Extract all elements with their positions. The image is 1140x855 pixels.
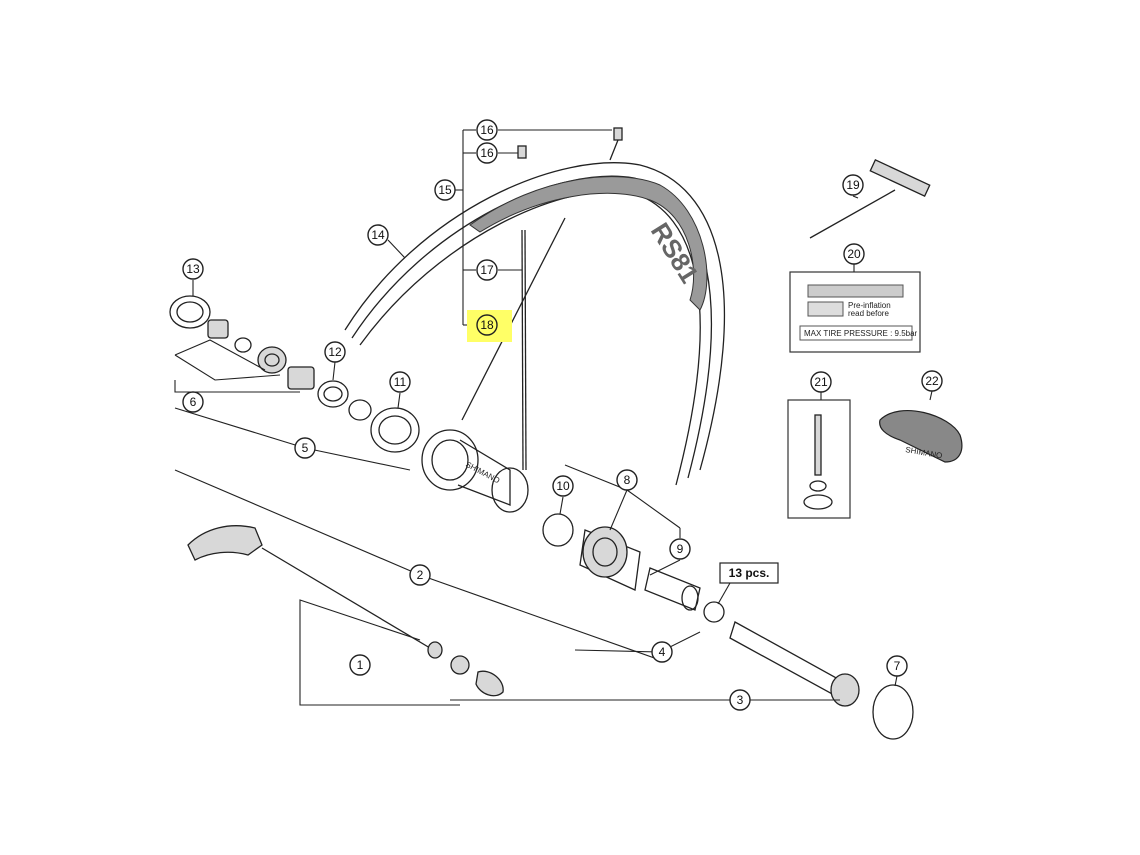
callout-label: 9 — [677, 542, 684, 556]
callout-16-nipple: 16 — [476, 142, 498, 164]
callout-12: 12 — [324, 341, 346, 363]
callout-20: 20 — [843, 243, 865, 265]
quick-release — [187, 525, 504, 697]
warning-line-1: Pre-inflation — [848, 301, 891, 310]
callout-label: 4 — [659, 645, 666, 659]
callout-label: 11 — [394, 375, 407, 389]
freehub-assembly — [542, 513, 701, 611]
callout-label: 19 — [846, 178, 860, 192]
callout-3: 3 — [729, 689, 751, 711]
quantity-label: 13 pcs. — [729, 566, 770, 580]
callout-label: 6 — [190, 395, 197, 409]
label-card: Pre-inflation read before MAX TIRE PRESS… — [789, 271, 921, 353]
spoke-wrench — [809, 159, 931, 239]
callout-label: 21 — [814, 375, 828, 389]
callout-label: 16 — [480, 123, 494, 137]
callout-16-valve: 16 — [476, 119, 498, 141]
callout-22: 22 — [921, 370, 943, 392]
spokes — [461, 217, 566, 471]
callout-label: 20 — [847, 247, 861, 261]
tire-pressure-text: MAX TIRE PRESSURE : 9.5bar — [804, 329, 918, 338]
callout-label: 16 — [480, 146, 494, 160]
callout-1: 1 — [349, 654, 371, 676]
callout-11: 11 — [389, 371, 411, 393]
callout-9: 9 — [669, 538, 691, 560]
callout-6: 6 — [182, 391, 204, 413]
callout-label: 15 — [438, 183, 452, 197]
tire-valve — [609, 127, 623, 161]
callout-8: 8 — [616, 469, 638, 491]
warning-line-2: read before — [848, 309, 889, 318]
rim-tape: SHIMANO — [879, 410, 963, 463]
callout-label: 22 — [925, 374, 939, 388]
rim: RS81 — [344, 162, 726, 486]
callout-label: 8 — [624, 473, 631, 487]
callout-label: 18 — [480, 318, 494, 332]
callout-label: 14 — [371, 228, 385, 242]
quantity-badge: 13 pcs. — [717, 562, 779, 605]
callout-label: 17 — [480, 263, 494, 277]
callout-label: 12 — [328, 345, 342, 359]
spoke-nipple — [517, 145, 527, 159]
callout-label: 10 — [556, 479, 570, 493]
callout-label: 5 — [302, 441, 309, 455]
callout-label: 2 — [417, 568, 424, 582]
callout-18: 18 — [476, 314, 498, 336]
callout-5: 5 — [294, 437, 316, 459]
callout-14: 14 — [367, 224, 389, 246]
callout-label: 7 — [894, 659, 901, 673]
callout-10: 10 — [552, 475, 574, 497]
callout-19: 19 — [842, 174, 864, 196]
callout-13: 13 — [182, 258, 204, 280]
callout-label: 13 — [186, 262, 200, 276]
callout-label: 1 — [357, 658, 364, 672]
callout-17: 17 — [476, 259, 498, 281]
callout-15: 15 — [434, 179, 456, 201]
valve-extender-box — [787, 399, 851, 519]
left-bearing-stack — [169, 295, 420, 453]
callout-21: 21 — [810, 371, 832, 393]
hub-body: SHIMANO — [421, 429, 529, 513]
callout-4: 4 — [651, 641, 673, 663]
callout-2: 2 — [409, 564, 431, 586]
callout-label: 3 — [737, 693, 744, 707]
callout-7: 7 — [886, 655, 908, 677]
axle-assembly — [703, 601, 914, 740]
